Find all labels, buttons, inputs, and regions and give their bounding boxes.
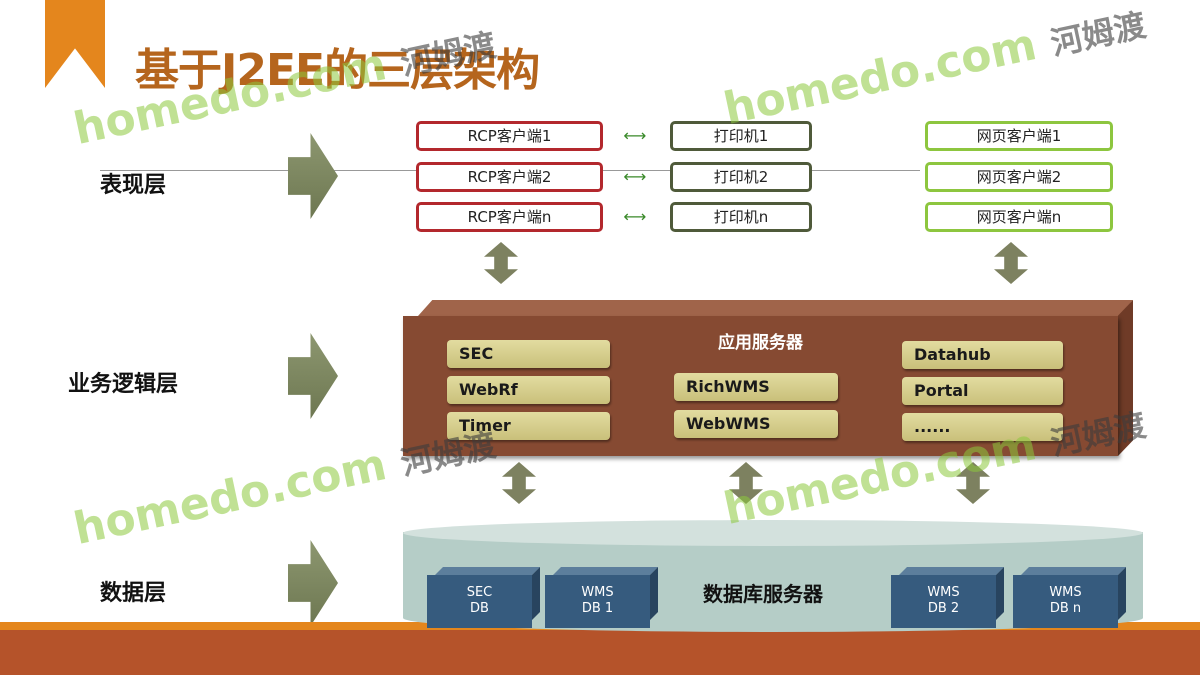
db-label: WMS (1049, 585, 1082, 600)
watermark: homedo.com 河姆渡 (719, 5, 1150, 136)
module-datahub: Datahub (902, 341, 1063, 369)
layer-label-business: 业务逻辑层 (68, 372, 179, 397)
app-server-side (1118, 300, 1133, 456)
rcp-client-2: RCP客户端2 (416, 162, 603, 192)
db-label: DB (470, 601, 489, 616)
double-arrow-icon: ⟷ (623, 167, 647, 186)
web-client-1: 网页客户端1 (925, 121, 1113, 151)
layer-label-presentation: 表现层 (100, 173, 167, 198)
vertical-double-arrow-icon (502, 462, 536, 504)
vertical-double-arrow-icon (484, 242, 518, 284)
rcp-client-n: RCP客户端n (416, 202, 603, 232)
chevron-arrow-icon (288, 540, 338, 626)
bookmark-decoration (45, 0, 105, 88)
footer-band (0, 630, 1200, 675)
printer-1: 打印机1 (670, 121, 812, 151)
module-webrf: WebRf (447, 376, 610, 404)
db-label: WMS (581, 585, 614, 600)
module-sec: SEC (447, 340, 610, 368)
double-arrow-icon: ⟷ (623, 207, 647, 226)
db-label: DB 1 (581, 601, 614, 616)
module-webwms: WebWMS (674, 410, 838, 438)
web-client-n: 网页客户端n (925, 202, 1113, 232)
module-portal: Portal (902, 377, 1063, 405)
app-server-top (418, 300, 1133, 316)
db-label: WMS (927, 585, 960, 600)
rcp-client-1: RCP客户端1 (416, 121, 603, 151)
page-title: 基于J2EE的三层架构 (135, 45, 540, 96)
db-server-title: 数据库服务器 (703, 582, 823, 606)
module-timer: Timer (447, 412, 610, 440)
module-more: ...... (902, 413, 1063, 441)
layer-label-data: 数据层 (100, 581, 167, 606)
chevron-arrow-icon (288, 333, 338, 419)
vertical-double-arrow-icon (994, 242, 1028, 284)
module-richwms: RichWMS (674, 373, 838, 401)
printer-2: 打印机2 (670, 162, 812, 192)
db-label: SEC (466, 585, 493, 600)
double-arrow-icon: ⟷ (623, 126, 647, 145)
web-client-2: 网页客户端2 (925, 162, 1113, 192)
printer-n: 打印机n (670, 202, 812, 232)
app-server-title: 应用服务器 (718, 333, 803, 353)
db-label: DB n (1049, 601, 1082, 616)
db-server-cylinder-top (403, 520, 1143, 546)
db-label: DB 2 (927, 601, 960, 616)
chevron-arrow-icon (288, 133, 338, 219)
